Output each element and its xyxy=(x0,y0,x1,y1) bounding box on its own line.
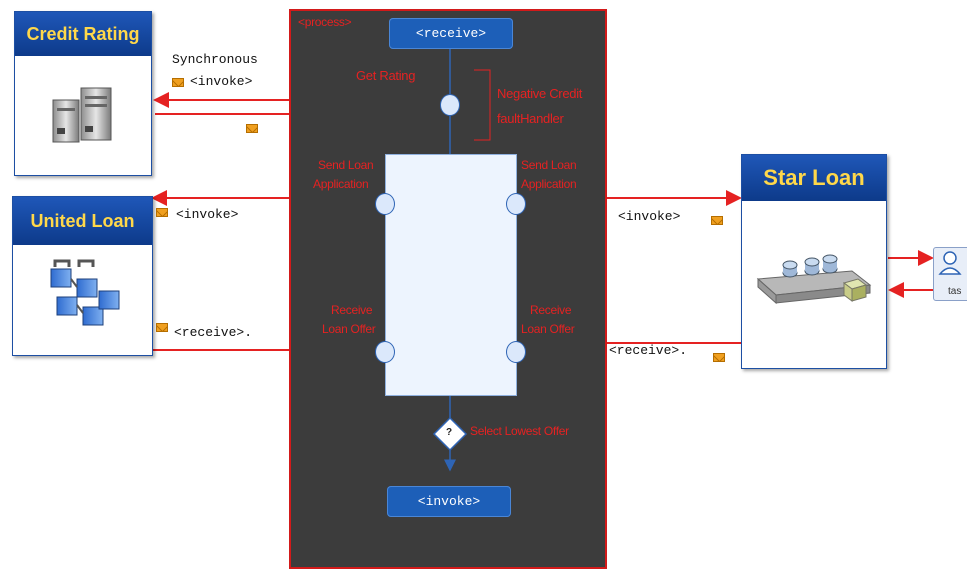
invoke-united-label: <invoke> xyxy=(176,207,239,222)
star-loan-title: Star Loan xyxy=(742,155,886,201)
send-loan-right-label-2: Application xyxy=(521,177,577,191)
send-loan-right-port[interactable] xyxy=(506,193,526,215)
receive-offer-left-label-1: Receive xyxy=(331,303,373,317)
decision-mark: ? xyxy=(446,427,453,438)
invoke-credit-label: <invoke> xyxy=(190,74,253,89)
receive-star-label: <receive>. xyxy=(609,343,688,358)
message-icon xyxy=(711,216,723,225)
message-icon xyxy=(156,323,168,332)
receive-united-label: <receive>. xyxy=(174,325,253,340)
process-tag: <process> xyxy=(298,15,352,29)
credit-rating-partner[interactable]: Credit Rating xyxy=(14,11,152,176)
receive-offer-right-label-1: Receive xyxy=(530,303,572,317)
message-icon xyxy=(172,78,184,87)
invoke-star-label: <invoke> xyxy=(618,209,681,224)
process-flow-lines xyxy=(432,49,491,472)
receive-activity[interactable]: <receive> xyxy=(389,18,513,49)
send-loan-left-label-1: Send Loan xyxy=(318,158,374,172)
send-loan-left-label-2: Application xyxy=(313,177,369,191)
receive-offer-left-port[interactable] xyxy=(375,341,395,363)
synchronous-label: Synchronous xyxy=(172,52,258,67)
user-icon xyxy=(938,251,962,275)
star-loan-partner[interactable]: Star Loan xyxy=(741,154,887,369)
flow-container xyxy=(385,154,517,396)
negative-credit-label-2: faultHandler xyxy=(497,111,564,126)
credit-rating-title: Credit Rating xyxy=(15,12,151,56)
get-rating-port[interactable] xyxy=(440,94,460,116)
receive-offer-right-label-2: Loan Offer xyxy=(521,322,575,336)
united-loan-partner[interactable]: United Loan xyxy=(12,196,153,356)
negative-credit-label-1: Negative Credit xyxy=(497,86,583,101)
task-label: tas xyxy=(948,286,962,297)
receive-offer-right-port[interactable] xyxy=(506,341,526,363)
network-cubes-icon xyxy=(50,259,120,326)
task-partner[interactable]: tas xyxy=(933,247,967,301)
select-lowest-label: Select Lowest Offer xyxy=(470,424,569,438)
united-loan-title: United Loan xyxy=(13,197,152,245)
receive-offer-left-label-2: Loan Offer xyxy=(322,322,376,336)
send-loan-right-label-1: Send Loan xyxy=(521,158,577,172)
conveyor-icon xyxy=(756,254,872,305)
message-icon xyxy=(156,208,168,217)
message-icon xyxy=(713,353,725,362)
send-loan-left-port[interactable] xyxy=(375,193,395,215)
message-icon xyxy=(246,124,258,133)
server-icon xyxy=(52,87,112,143)
invoke-activity[interactable]: <invoke> xyxy=(387,486,511,517)
decision-diamond xyxy=(432,416,468,452)
get-rating-label: Get Rating xyxy=(356,68,416,83)
